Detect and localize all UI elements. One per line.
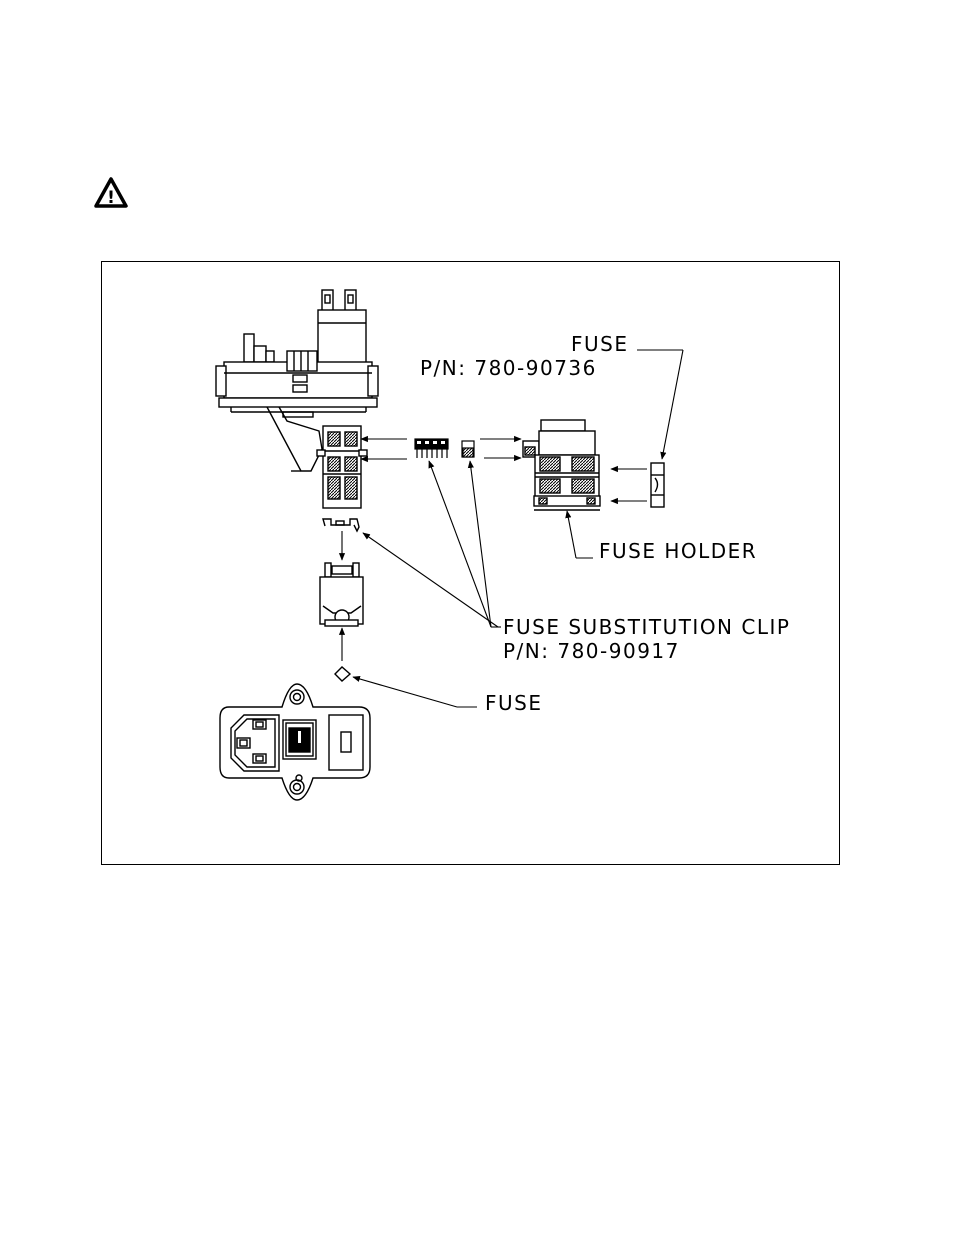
label-fuse-top: FUSE	[571, 332, 628, 356]
label-fuse-top-part-number: P/N: 780-90736	[420, 356, 597, 380]
power-entry-module-front-view	[220, 684, 370, 800]
label-fuse-holder: FUSE HOLDER	[599, 539, 757, 563]
fuse-drawer	[317, 426, 367, 508]
fuse-holder	[523, 420, 600, 510]
drawer-clip	[323, 519, 359, 531]
warning-symbol: !	[107, 188, 115, 208]
fuse-assembly-diagram: FUSE P/N: 780-90736 FUSE HOLDER FUSE SUB…	[102, 262, 839, 864]
label-fuse-substitution-clip: FUSE SUBSTITUTION CLIP	[503, 615, 790, 639]
fuse-substitution-clips	[415, 439, 474, 458]
label-clip-part-number: P/N: 780-90917	[503, 639, 680, 663]
fuse-small	[335, 667, 350, 681]
label-fuse-bottom: FUSE	[485, 691, 542, 715]
cartridge-fuse	[651, 463, 664, 507]
warning-triangle-icon: !	[94, 176, 128, 210]
fuse-diagram-frame: FUSE P/N: 780-90736 FUSE HOLDER FUSE SUB…	[101, 261, 840, 865]
fuse-carrier	[320, 563, 363, 626]
